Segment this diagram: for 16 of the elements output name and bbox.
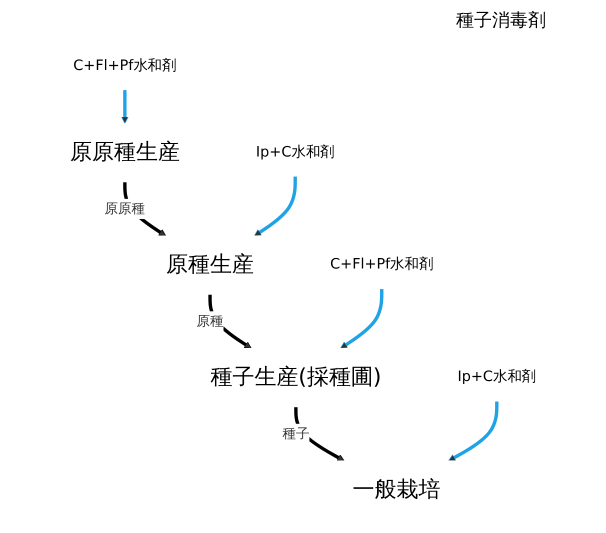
node-text: Ip+C水和剤: [256, 144, 335, 161]
column-heading: 種子消毒剤: [456, 9, 546, 32]
arrow: [340, 288, 384, 349]
arrow: [448, 401, 498, 462]
node-text: 一般栽培: [352, 476, 440, 502]
edge-label: 原原種: [104, 200, 146, 217]
arrow: [254, 176, 297, 236]
node-text: 原原種生産: [70, 140, 180, 165]
node-text: Ip+C水和剤: [458, 368, 536, 386]
node-text: 原種生産: [166, 252, 254, 278]
arrow: [121, 90, 129, 124]
node-text: C+Fl+Pf水和剤: [73, 57, 176, 74]
node-text: 種子生産(採種圃): [210, 364, 382, 390]
edge-label: 種子: [282, 425, 310, 442]
edge-label: 原種: [196, 312, 224, 329]
node-text: C+Fl+Pf水和剤: [330, 256, 434, 273]
